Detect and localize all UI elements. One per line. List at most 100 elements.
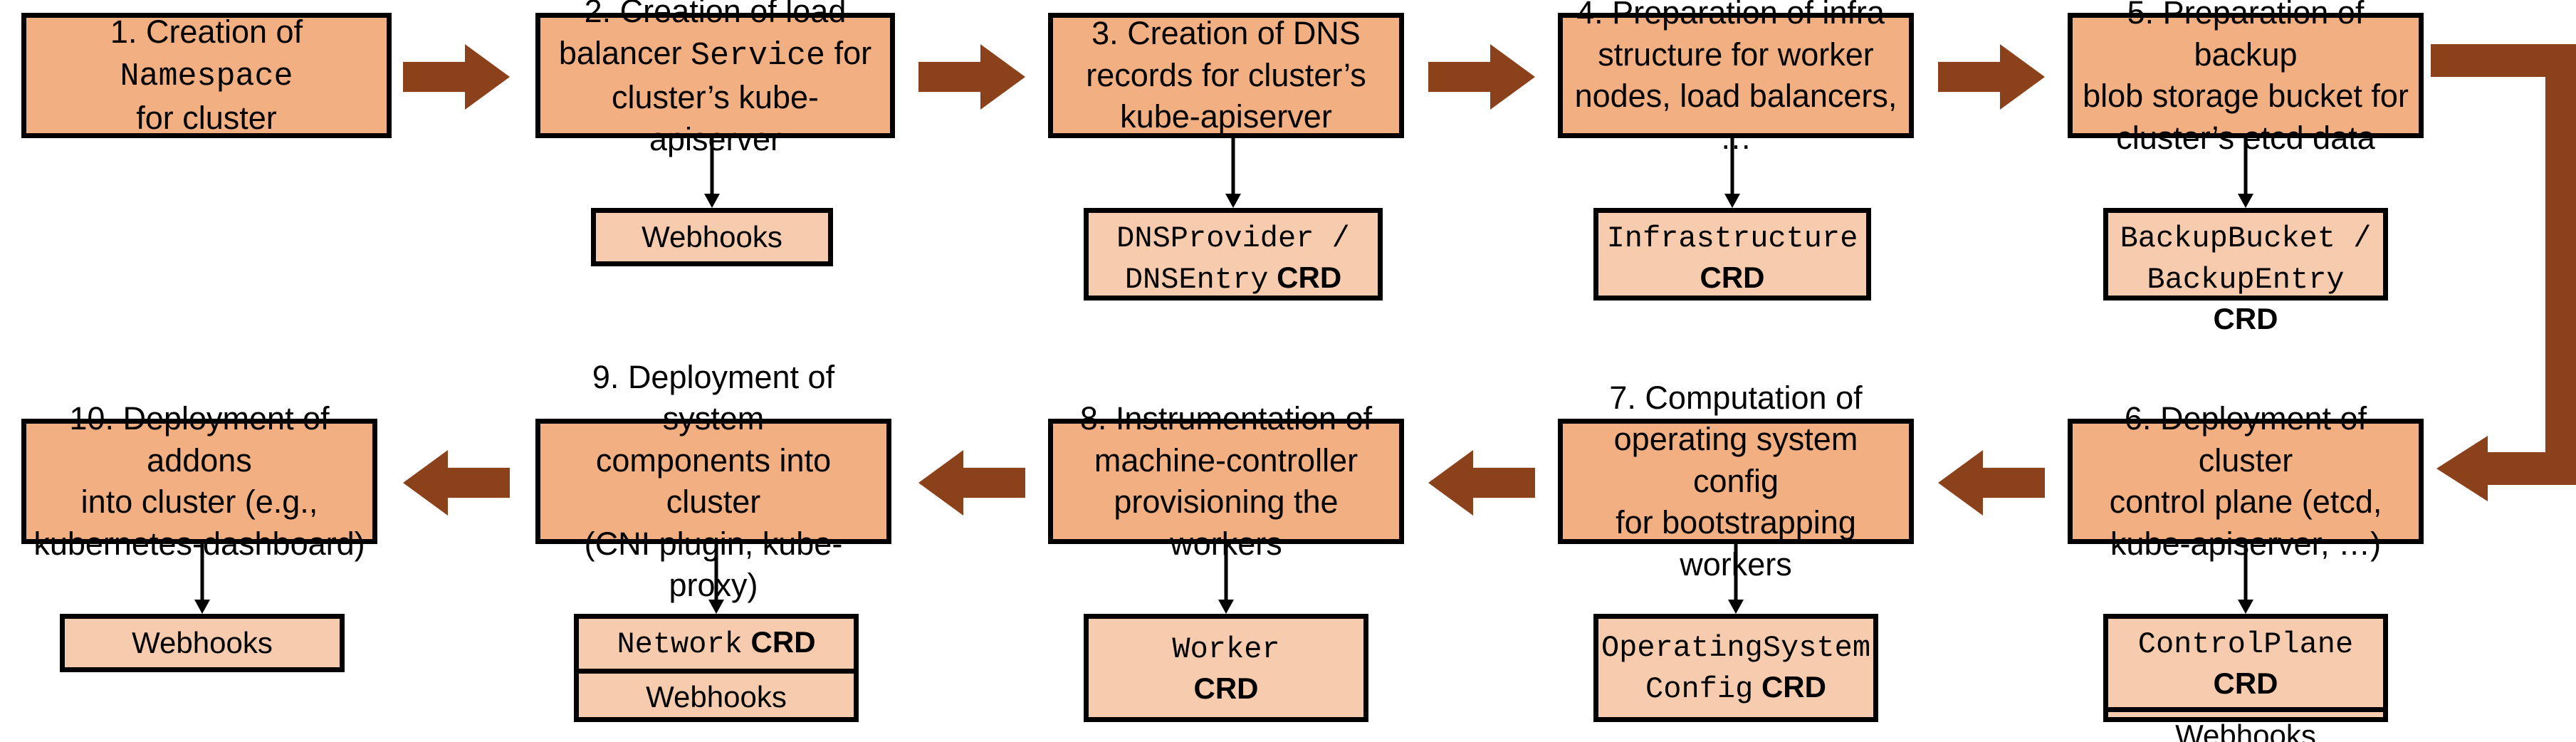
sub-box-cell: Webhooks [65,619,340,667]
step-label: 10. Deployment of addons into cluster (e.… [33,398,365,565]
step-text-line: cluster’s kube-apiserver [612,79,819,157]
sub-box-2[interactable]: Webhooks [591,208,833,266]
sub-box-label: DNSProvider /DNSEntry CRD [1116,217,1350,300]
step-text-line: control plane (etcd, [2110,484,2382,520]
text-run: into cluster (e.g., [80,484,318,520]
arrow-8-9 [918,450,1025,516]
step-text-line: 6. Deployment of cluster [2125,400,2367,479]
step-text-line: CRD [1700,261,1764,294]
text-run: control plane (etcd, [2109,484,2382,520]
step-text-line: Network CRD [617,625,815,662]
step-text-line: 4. Preparation of infra- [1576,0,1895,31]
text-run: (CNI plugin, kube-proxy) [584,525,843,604]
text-run: Network [617,627,743,662]
step-box-10[interactable]: 10. Deployment of addons into cluster (e.… [21,400,377,562]
text-run: Service [691,37,826,74]
sub-box-3[interactable]: DNSProvider /DNSEntry CRD [1084,208,1383,301]
step-text-line: components into cluster [596,442,831,521]
connector-line-step-3 [1219,138,1247,208]
text-run: machine-controller [1094,441,1358,479]
step-label: 8. Instrumentation of machine-controller p… [1060,398,1392,565]
text-run: CRD [1193,672,1259,705]
sub-box-cell: BackupBucket /BackupEntry CRD [2108,213,2383,342]
text-run: balancer [558,34,691,71]
sub-box-cell: Webhooks [579,668,854,721]
step-text-line: 10. Deployment of addons [69,400,329,479]
text-run: ControlPlane [2137,627,2354,662]
step-text-line: blob storage bucket for [2083,78,2409,114]
step-text-line: OperatingSystem [1601,629,1870,665]
step-text-line: 9. Deployment of system [592,359,834,437]
step-text-line: 2. Creation of load [585,0,847,29]
step-label: 1. Creation of Namespace for cluster [33,11,379,140]
step-text-line: 7. Computation of [1609,380,1862,416]
sub-box-6[interactable]: ControlPlane CRD Webhooks [2103,614,2388,742]
text-run: nodes, load balancers, … [1574,78,1897,156]
step-text-line: 3. Creation of DNS [1091,15,1361,51]
text-run: CRD [1753,670,1826,704]
step-box-7[interactable]: 7. Computation of operating system config… [1558,380,1914,582]
arrow-9-10 [403,450,510,516]
step-box-1[interactable]: 1. Creation of Namespace for cluster [21,13,392,138]
step-text-line: (CNI plugin, kube-proxy) [585,526,843,604]
sub-box-cell: DNSProvider /DNSEntry CRD [1089,213,1378,304]
step-text-line: Namespace [120,56,293,95]
arrow-6-7 [1938,450,2045,516]
text-run: Webhooks [642,220,782,254]
text-run: CRD [2213,301,2278,335]
step-text-line: provisioning the workers [1114,484,1338,562]
step-text-line: DNSEntry CRD [1125,261,1341,297]
text-run: structure for worker [1598,36,1874,73]
text-run: components into cluster [595,441,832,521]
text-run: Webhooks [132,626,273,660]
text-run: CRD [2213,666,2278,700]
connector-line-step-10 [188,544,216,614]
text-run: operating system config [1613,421,1858,499]
step-text-line: CRD [1193,672,1258,705]
step-label: 6. Deployment of cluster control plane (e… [2080,398,2412,565]
step-text-line: ControlPlane CRD [2138,625,2353,700]
step-text-line: balancer Service for [558,34,872,74]
step-text-line: records for cluster’s [1086,57,1366,93]
sub-box-10[interactable]: Webhooks [60,614,345,672]
text-run: 1. Creation of [110,14,303,51]
text-run: 6. Deployment of cluster [2124,400,2367,479]
text-run: 8. Instrumentation of [1079,400,1373,437]
step-text-line: structure for worker [1598,36,1874,73]
text-run: Worker [1172,632,1280,667]
sub-box-5[interactable]: BackupBucket /BackupEntry CRD [2103,208,2388,335]
step-text-line: Webhooks [646,680,787,714]
text-run: 10. Deployment of addons [69,400,330,479]
step-text-line: into cluster (e.g., [81,484,318,520]
step-box-8[interactable]: 8. Instrumentation of machine-controller p… [1048,400,1404,562]
text-run: Infrastructure [1606,221,1858,256]
step-box-6[interactable]: 6. Deployment of cluster control plane (e… [2068,400,2424,562]
step-text-line: Config CRD [1645,670,1826,706]
arrow-4-5 [1938,44,2045,110]
text-run: for [825,34,872,71]
step-box-4[interactable]: 4. Preparation of infra-structure for wo… [1558,0,1914,156]
connector-line-step-6 [2231,544,2260,614]
connector-line-step-2 [698,138,726,208]
sub-box-label: Webhooks [646,678,787,716]
step-text-line: machine-controller [1094,442,1358,479]
text-run: BackupBucket / [2120,221,2372,256]
sub-box-9[interactable]: Network CRD Webhooks [574,614,859,722]
sub-box-cell: Webhooks [2108,706,2383,742]
step-text-line: for cluster [136,100,277,136]
text-run: records for cluster’s [1086,56,1366,93]
